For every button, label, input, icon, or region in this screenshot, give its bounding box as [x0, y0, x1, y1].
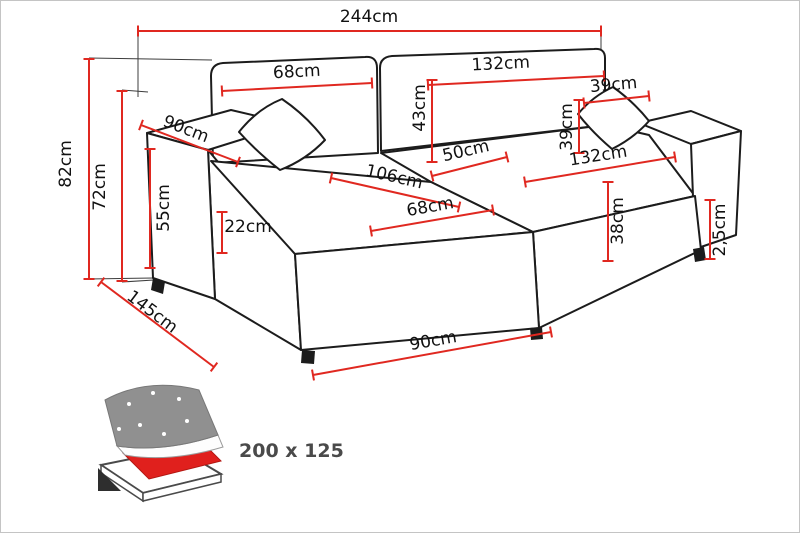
dim-label-armrest-height: 55cm [154, 184, 174, 232]
star-dot [185, 419, 189, 423]
bed-blanket-stars [117, 391, 189, 436]
bed-size-label: 200 x 125 [239, 440, 344, 462]
dim-label-seat-cushion-thickness: 22cm [224, 217, 272, 237]
dim-line-right-seat-width [523, 151, 677, 188]
dim-seat-height: 38cm [602, 181, 628, 262]
extension-line [121, 279, 155, 283]
bed-corner-shadow [98, 468, 121, 491]
star-dot [151, 391, 155, 395]
dim-line-chaise-side-length [96, 277, 219, 372]
bed-storage-icon [98, 384, 224, 503]
dim-label-leg-height: 2,5cm [710, 204, 730, 257]
dim-chaise-side-length: 145cm [96, 277, 219, 372]
star-dot [177, 397, 181, 401]
dim-label-back-cushion-left: 68cm [272, 61, 321, 83]
dim-backrest-height: 43cm [410, 79, 438, 163]
sofa-leg [301, 350, 315, 364]
dim-backrest-top-height: 72cm [90, 90, 128, 282]
star-dot [117, 427, 121, 431]
dim-seat-cushion-thickness: 22cm [216, 211, 272, 254]
dim-total-width: 244cm [137, 7, 602, 37]
dim-line-front-width [311, 326, 553, 381]
dim-line-chaise-width [369, 204, 495, 237]
sofa-leg [693, 247, 706, 262]
dim-line-back-cushion-left [220, 77, 374, 97]
sofa-chaise-front [294, 231, 540, 351]
sofa-pillow-left [238, 98, 326, 171]
star-dot [138, 423, 142, 427]
sofa-illustration [146, 47, 742, 364]
dim-line-armrest-depth [138, 119, 241, 168]
extension-line [88, 57, 213, 61]
bed-frame-front [142, 473, 222, 502]
dim-line-pillow-width [582, 90, 651, 109]
star-dot [127, 402, 131, 406]
dim-pillow-width: 39cm [582, 73, 651, 109]
dim-label-chaise-side-length: 145cm [123, 286, 182, 337]
dim-total-height: 82cm [56, 58, 95, 280]
dim-back-cushion-right-width: 132cm [426, 52, 606, 91]
dim-leg-height: 2,5cm [704, 199, 730, 260]
extension-line [121, 89, 149, 93]
dim-label-pillow-height: 39cm [557, 103, 577, 151]
dim-label-total-height: 82cm [56, 140, 76, 188]
dim-label-total-width: 244cm [340, 7, 398, 27]
star-dot [162, 432, 166, 436]
bed-blanket [104, 384, 219, 449]
dim-label-back-cushion-right: 132cm [471, 52, 530, 75]
dim-label-seat-height: 38cm [608, 197, 628, 245]
dim-label-pillow-width: 39cm [589, 73, 638, 97]
dim-line-back-cushion-right [426, 70, 606, 91]
dim-pillow-height: 39cm [557, 99, 585, 154]
dim-back-cushion-left-width: 68cm [220, 61, 374, 97]
dim-label-backrest-top-height: 72cm [90, 163, 110, 211]
dim-line-chaise-length [328, 172, 462, 213]
dim-label-backrest-height: 43cm [410, 84, 430, 132]
dim-armrest-height: 55cm [144, 148, 174, 269]
